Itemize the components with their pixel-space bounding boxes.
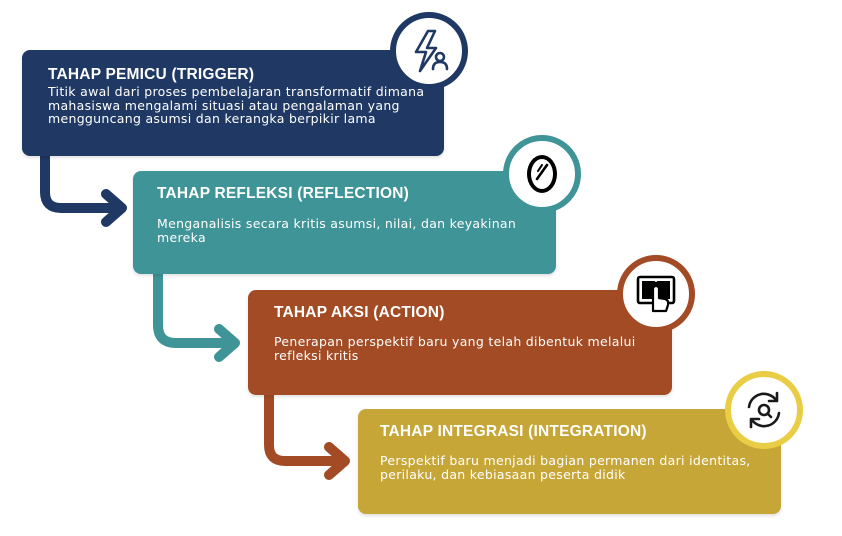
step-card-reflection: TAHAP REFLEKSI (REFLECTION) Menganalisis… — [133, 171, 556, 274]
action-badge — [617, 255, 695, 333]
arrow-trigger-to-reflection — [40, 145, 127, 227]
cycle-refresh-icon — [747, 391, 781, 429]
step-card-trigger: TAHAP PEMICU (TRIGGER) Titik awal dari p… — [22, 50, 444, 156]
trigger-badge — [390, 12, 468, 90]
touchscreen-hand-icon — [636, 275, 676, 313]
step-description-integration: Perspektif baru menjadi bagian permanen … — [380, 453, 751, 482]
step-card-action: TAHAP AKSI (ACTION) Penerapan perspektif… — [248, 290, 672, 395]
step-description-trigger: Titik awal dari proses pembelajaran tran… — [48, 84, 425, 126]
reflection-badge — [503, 135, 581, 213]
lightning-person-icon — [414, 29, 449, 73]
arrow-reflection-to-action — [153, 263, 240, 362]
step-title-reflection: TAHAP REFLEKSI (REFLECTION) — [157, 185, 409, 202]
arrow-action-to-integration — [264, 385, 350, 480]
step-title-integration: TAHAP INTEGRASI (INTEGRATION) — [380, 423, 647, 440]
step-title-trigger: TAHAP PEMICU (TRIGGER) — [48, 66, 255, 83]
step-description-reflection: Menganalisis secara kritis asumsi, nilai… — [157, 216, 517, 245]
step-card-integration: TAHAP INTEGRASI (INTEGRATION) Perspektif… — [358, 409, 781, 514]
integration-badge — [725, 371, 803, 449]
step-description-action: Penerapan perspektif baru yang telah dib… — [274, 334, 636, 363]
step-title-action: TAHAP AKSI (ACTION) — [274, 304, 445, 321]
mirror-icon — [527, 155, 557, 193]
